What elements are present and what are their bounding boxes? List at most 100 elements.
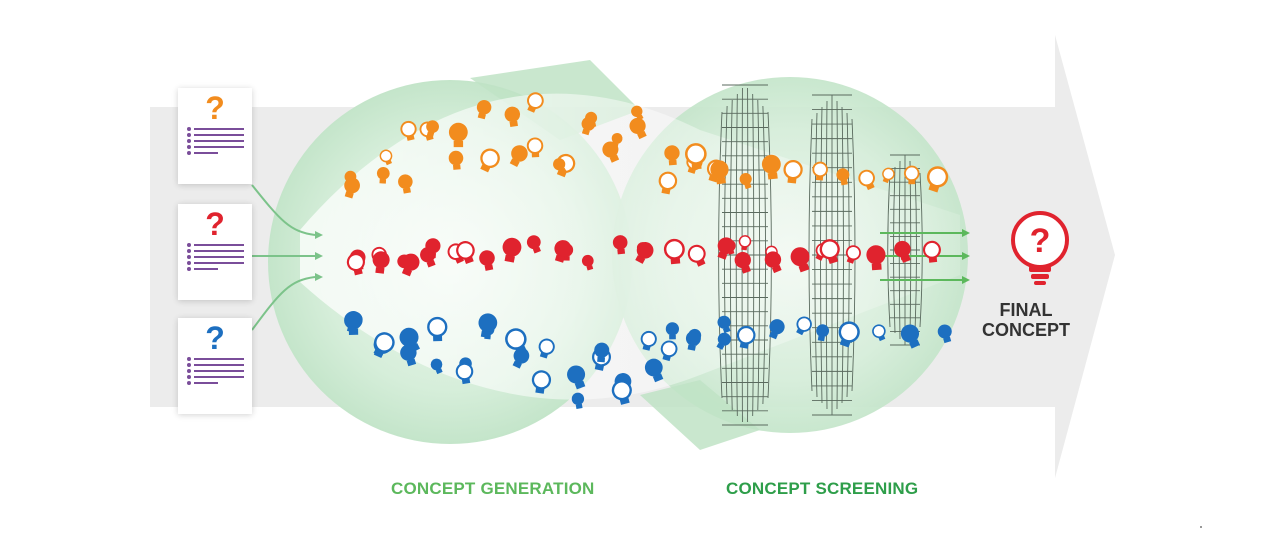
- card-connectors: [251, 184, 316, 331]
- lightbulb-icon: [503, 239, 516, 256]
- lightbulb-icon: [836, 168, 850, 186]
- question-mark-icon: ?: [205, 320, 225, 356]
- lightbulb-icon: [717, 237, 735, 260]
- lightbulb-icon: [761, 154, 781, 180]
- lightbulb-icon: [448, 150, 464, 170]
- lightbulb-icon: [904, 165, 920, 185]
- text-lines: [186, 127, 244, 158]
- final-label-line1: FINAL: [999, 300, 1053, 320]
- lightbulb-icon: [430, 358, 443, 375]
- lightbulb-icon: [796, 316, 812, 336]
- lightbulb-icon: [426, 120, 439, 138]
- lightbulb-icon: [665, 322, 680, 340]
- lightbulb-icon: [344, 177, 360, 199]
- lightbulb-icon: [926, 166, 949, 193]
- final-concept-mark: ?: [1030, 222, 1051, 260]
- output-arrows: [880, 232, 962, 281]
- lightbulb-icon: [526, 235, 541, 254]
- lightbulb-icon: [448, 122, 468, 148]
- lightbulb-icon: [734, 251, 751, 274]
- text-lines: [186, 357, 244, 388]
- stray-dot: [1200, 526, 1202, 528]
- lightbulb-icon: [400, 120, 417, 141]
- lightbulb-icon: [816, 324, 830, 342]
- lightbulb-icon: [716, 332, 731, 350]
- lightbulb-icon: [611, 132, 623, 148]
- final-concept-label: FINAL CONCEPT: [980, 300, 1072, 340]
- lightbulb-icon: [768, 319, 785, 340]
- lightbulb-icon: [900, 324, 920, 349]
- lightbulb-icon: [819, 239, 840, 265]
- lightbulb-icon: [663, 238, 685, 265]
- lightbulb-icon: [664, 145, 680, 166]
- text-lines: [186, 243, 244, 274]
- concept-screening-label: CONCEPT SCREENING: [726, 479, 919, 498]
- lightbulb-icon: [631, 105, 644, 121]
- lightbulb-icon: [937, 324, 952, 344]
- lightbulb-icon: [567, 365, 586, 390]
- lightbulb-icon: [764, 251, 782, 274]
- lightbulb-icon: [346, 311, 363, 334]
- screening-cycle-arrow: [640, 380, 760, 450]
- lightbulb-icon: [658, 171, 678, 195]
- final-concept-icon: ?: [1011, 211, 1069, 285]
- lightbulb-icon: [635, 241, 654, 264]
- lightbulb-icon: [526, 137, 544, 158]
- lightbulb-icon: [838, 321, 860, 348]
- lightbulb-icon: [476, 100, 492, 120]
- lightbulb-icon: [538, 338, 555, 359]
- lightbulb-icon: [554, 240, 572, 263]
- lightbulb-icon: [783, 159, 803, 184]
- lightbulb-icon: [710, 160, 729, 185]
- lightbulb-icon: [872, 324, 886, 342]
- lightbulb-icon: [812, 161, 828, 181]
- question-mark-icon: ?: [205, 90, 225, 126]
- lightbulb-icon: [922, 240, 941, 263]
- lightbulb-icon: [512, 347, 530, 369]
- lightbulb-icon: [644, 358, 664, 383]
- lightbulb-icon: [581, 116, 596, 136]
- lightbulb-icon: [397, 254, 413, 273]
- question-mark-icon: ?: [205, 206, 225, 242]
- lightbulb-icon: [738, 235, 752, 251]
- lightbulb-icon: [845, 245, 861, 264]
- question-card-red: ?: [178, 204, 252, 300]
- lightbulb-icon: [571, 392, 585, 409]
- lightbulb-icon: [640, 330, 657, 351]
- lightbulb-icon: [531, 370, 552, 394]
- lightbulb-icon: [509, 145, 528, 168]
- lightbulb-icon: [687, 244, 706, 267]
- idea-bulbs: [344, 92, 952, 409]
- lightbulb-icon: [479, 250, 495, 271]
- lightbulb-icon: [688, 328, 702, 346]
- lightbulb-icon: [480, 148, 500, 173]
- lightbulb-icon: [894, 240, 911, 263]
- final-label-line2: CONCEPT: [981, 320, 1070, 340]
- lightbulb-icon: [372, 251, 390, 274]
- concept-generation-label: CONCEPT GENERATION: [391, 479, 595, 498]
- lightbulb-icon: [882, 167, 895, 184]
- lightbulb-icon: [427, 316, 448, 342]
- lightbulb-icon: [660, 340, 678, 362]
- lightbulb-icon: [739, 173, 752, 190]
- lightbulb-icon: [455, 362, 474, 385]
- lightbulb-icon: [456, 241, 475, 265]
- lightbulb-icon: [611, 380, 632, 405]
- lightbulb-icon: [425, 238, 441, 259]
- lightbulb-icon: [581, 254, 594, 271]
- lightbulb-icon: [629, 117, 647, 140]
- lightbulb-icon: [376, 166, 390, 184]
- lightbulb-icon: [594, 342, 610, 363]
- lightbulb-icon: [553, 158, 567, 175]
- question-card-orange: ?: [178, 88, 252, 184]
- lightbulb-icon: [373, 332, 395, 358]
- lightbulb-icon: [398, 174, 413, 194]
- lightbulb-icon: [400, 344, 417, 367]
- lightbulb-icon: [717, 315, 731, 334]
- lightbulb-icon: [379, 149, 393, 166]
- lightbulb-icon: [858, 169, 875, 191]
- lightbulb-icon: [736, 325, 756, 349]
- lightbulb-icon: [790, 247, 810, 273]
- lightbulb-icon: [612, 235, 628, 255]
